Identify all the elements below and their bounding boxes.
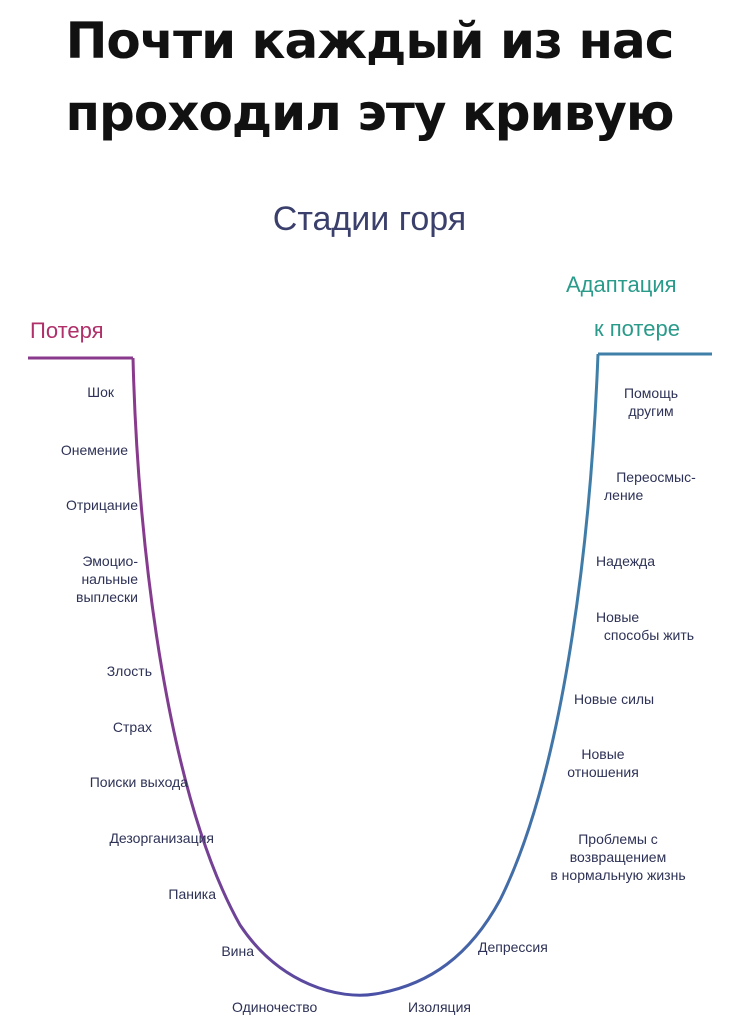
stage-searching-way-out: Поиски выхода	[89, 774, 188, 790]
stage-new-relationships-line-1: Новые	[581, 746, 625, 762]
stage-depression: Депрессия	[478, 939, 548, 955]
stage-guilt: Вина	[221, 943, 254, 959]
stage-rethinking: Переосмыс- ление	[602, 468, 710, 504]
stage-emotional-line-2: нальные	[81, 571, 138, 587]
start-label-loss: Потеря	[30, 318, 104, 343]
stage-new-strength: Новые силы	[574, 691, 655, 707]
stage-return-problems: Проблемы с возвращением в нормальную жиз…	[508, 830, 728, 884]
diagram-title: Стадии горя	[272, 200, 467, 238]
stage-new-ways-to-live: Новые способы жить	[584, 608, 714, 644]
stage-new-relationships-line-2: отношения	[567, 764, 639, 780]
stage-hope: Надежда	[596, 553, 656, 569]
stage-fear: Страх	[112, 719, 152, 735]
grief-curve	[131, 353, 600, 997]
end-label-adaptation: Адаптация	[566, 272, 677, 297]
stage-shock: Шок	[87, 384, 114, 400]
stage-helping-line-1: Помощь	[623, 385, 679, 401]
stage-numbness: Онемение	[60, 442, 128, 458]
stage-disorganization: Дезорганизация	[109, 830, 214, 846]
stage-emotional-line-1: Эмоцио-	[82, 553, 138, 569]
stage-return-line-2: возвращением	[569, 849, 667, 865]
stage-loneliness: Одиночество	[232, 999, 318, 1015]
stage-rethinking-line-2: ление	[604, 487, 644, 503]
stage-new-ways-line-1: Новые	[596, 609, 640, 625]
stage-emotional-line-3: выплески	[76, 589, 138, 605]
headline-line-2: проходил эту кривую	[65, 84, 675, 142]
stage-helping-line-2: другим	[628, 403, 674, 419]
stage-panic: Паника	[168, 886, 216, 902]
stage-rethinking-line-1: Переосмыс-	[616, 469, 696, 485]
stage-helping-others: Помощь другим	[616, 384, 686, 420]
headline-line-1: Почти каждый из нас	[65, 12, 675, 70]
end-label-to-loss: к потере	[594, 316, 680, 341]
stage-emotional-outbursts: Эмоцио- нальные выплески	[20, 552, 138, 606]
stage-anger: Злость	[106, 663, 152, 679]
stage-new-ways-line-2: способы жить	[603, 627, 695, 643]
stage-return-line-3: в нормальную жизнь	[550, 867, 686, 883]
stage-new-relationships: Новые отношения	[548, 745, 658, 781]
stage-return-line-1: Проблемы с	[578, 831, 658, 847]
stage-isolation: Изоляция	[408, 999, 471, 1015]
stage-denial: Отрицание	[65, 497, 138, 513]
